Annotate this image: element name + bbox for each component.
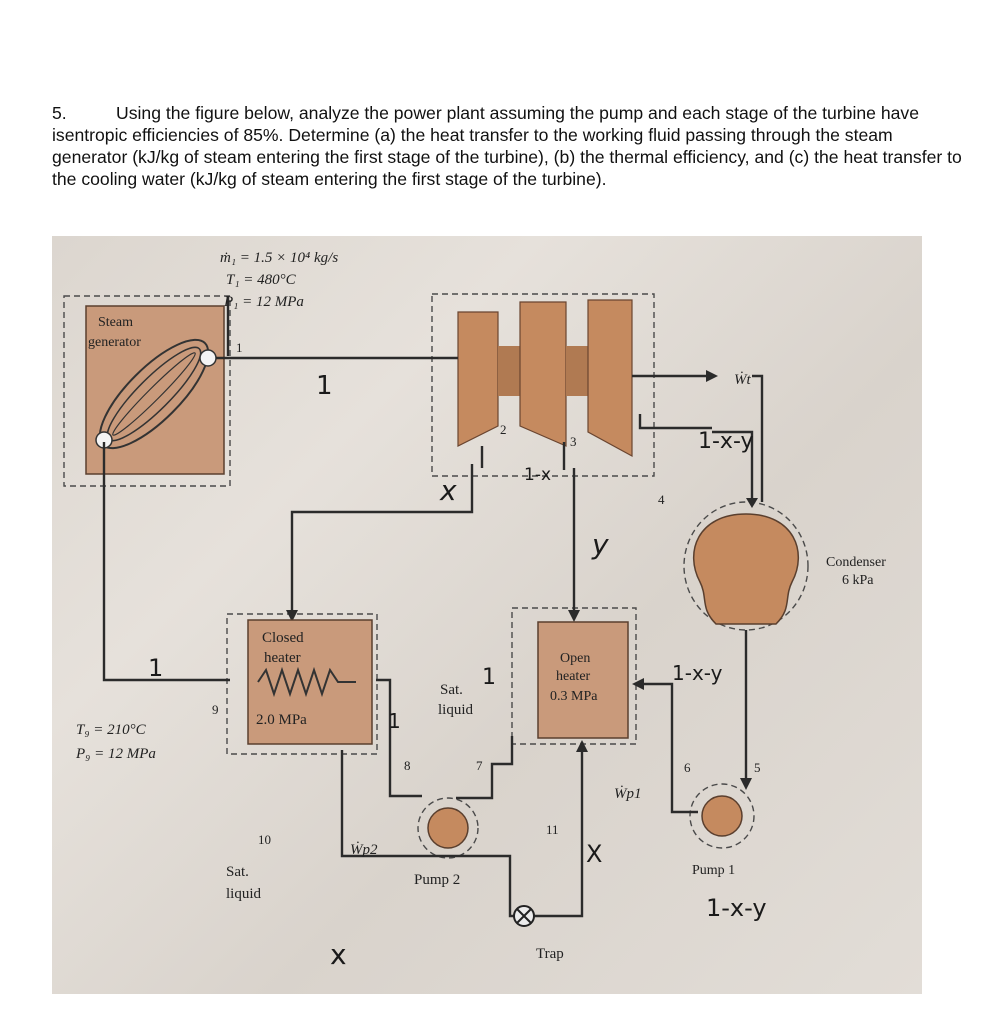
open-heater-label-1: Open bbox=[560, 651, 590, 666]
schematic-diagram: ṁ₁ = 1.5 × 10⁴ kg/s T₁ = 480°C P₁ = 12 M… bbox=[63, 250, 886, 971]
pump2-label: Pump 2 bbox=[414, 872, 460, 888]
hand-note-1-sat: 1 bbox=[482, 665, 496, 690]
closed-heater-boundary bbox=[226, 613, 378, 755]
turbine-boundary bbox=[431, 293, 655, 477]
closed-heater-label-2: heater bbox=[264, 650, 301, 666]
steam-generator-label-1: Steam bbox=[98, 315, 133, 330]
pump1-boundary bbox=[689, 783, 755, 849]
question-text: 5.Using the figure below, analyze the po… bbox=[52, 102, 967, 190]
state-4-label: 4 bbox=[658, 492, 665, 507]
open-heater-label-2: heater bbox=[556, 669, 591, 684]
steam-generator-boundary bbox=[63, 295, 231, 487]
power-plant-figure: ṁ₁ = 1.5 × 10⁴ kg/s T₁ = 480°C P₁ = 12 M… bbox=[52, 236, 922, 994]
steam-generator-box bbox=[85, 305, 225, 475]
state-11-label: 11 bbox=[546, 822, 559, 837]
wp2-label: Ẇp2 bbox=[350, 841, 378, 858]
steam-generator-label-2: generator bbox=[88, 335, 141, 350]
condenser-shape bbox=[692, 513, 800, 625]
p1-label: P₁ = 12 MPa bbox=[223, 294, 304, 310]
hand-note-1-left: 1 bbox=[148, 654, 163, 682]
hand-note-1-minus-x: 1-x bbox=[524, 465, 551, 485]
closed-heater-pressure: 2.0 MPa bbox=[256, 712, 307, 728]
turbine-stage-1 bbox=[457, 311, 499, 447]
hand-note-x: x bbox=[439, 474, 457, 507]
hand-note-1-minus-x-minus-y-pump: 1-x-y bbox=[706, 894, 767, 922]
trap-label: Trap bbox=[536, 946, 564, 962]
open-heater-pressure: 0.3 MPa bbox=[550, 689, 598, 704]
hand-note-1: 1 bbox=[316, 371, 333, 401]
wt-arrow-icon bbox=[706, 370, 718, 382]
t1-label: T₁ = 480°C bbox=[226, 272, 297, 288]
hand-note-x-trap: X bbox=[586, 840, 602, 868]
turbine-stage-2 bbox=[519, 301, 567, 447]
t9-label: T₉ = 210°C bbox=[76, 722, 147, 738]
hand-note-1-minus-x-minus-y-mid: 1-x-y bbox=[672, 661, 723, 685]
state-5-label: 5 bbox=[754, 760, 761, 775]
state-9-label: 9 bbox=[212, 702, 219, 717]
hand-note-y: y bbox=[591, 528, 609, 561]
sat-liquid-10-label-1: Sat. bbox=[226, 864, 249, 880]
pump1-icon bbox=[701, 795, 743, 837]
state-2-label: 2 bbox=[500, 422, 507, 437]
state-7-label: 7 bbox=[476, 758, 483, 773]
state-3-label: 3 bbox=[570, 434, 577, 449]
condenser-boundary bbox=[683, 501, 809, 631]
hand-note-1-mid: 1 bbox=[388, 709, 401, 733]
closed-heater-label-1: Closed bbox=[262, 630, 304, 646]
turbine-stage-3 bbox=[587, 299, 633, 458]
question-number: 5. bbox=[52, 103, 67, 123]
sat-liquid-10-label-2: liquid bbox=[226, 886, 262, 902]
hand-note-1-minus-x-minus-y-top: 1-x-y bbox=[698, 429, 754, 454]
wt-label: Ẇt bbox=[734, 371, 751, 388]
pump2-icon bbox=[427, 807, 469, 849]
wp1-label: Ẇp1 bbox=[614, 785, 642, 802]
state-8-label: 8 bbox=[404, 758, 411, 773]
mass-flow-label: ṁ₁ = 1.5 × 10⁴ kg/s bbox=[220, 250, 338, 266]
sat-liquid-7-label-1: Sat. bbox=[440, 682, 463, 698]
heater-coil-icon bbox=[257, 666, 356, 698]
state-6-label: 6 bbox=[684, 760, 691, 775]
open-heater-box bbox=[537, 621, 629, 739]
pump1-label: Pump 1 bbox=[692, 863, 735, 878]
question-body: Using the figure below, analyze the powe… bbox=[52, 103, 962, 189]
pump2-boundary bbox=[417, 797, 479, 859]
hand-note-x-bottom: x bbox=[330, 938, 347, 971]
sat-liquid-7-label-2: liquid bbox=[438, 702, 474, 718]
state-1-label: 1 bbox=[236, 340, 243, 355]
p9-label: P₉ = 12 MPa bbox=[75, 746, 156, 762]
state-10-label: 10 bbox=[258, 832, 271, 847]
condenser-pressure-label: 6 kPa bbox=[842, 573, 874, 588]
condenser-label: Condenser bbox=[826, 555, 886, 570]
